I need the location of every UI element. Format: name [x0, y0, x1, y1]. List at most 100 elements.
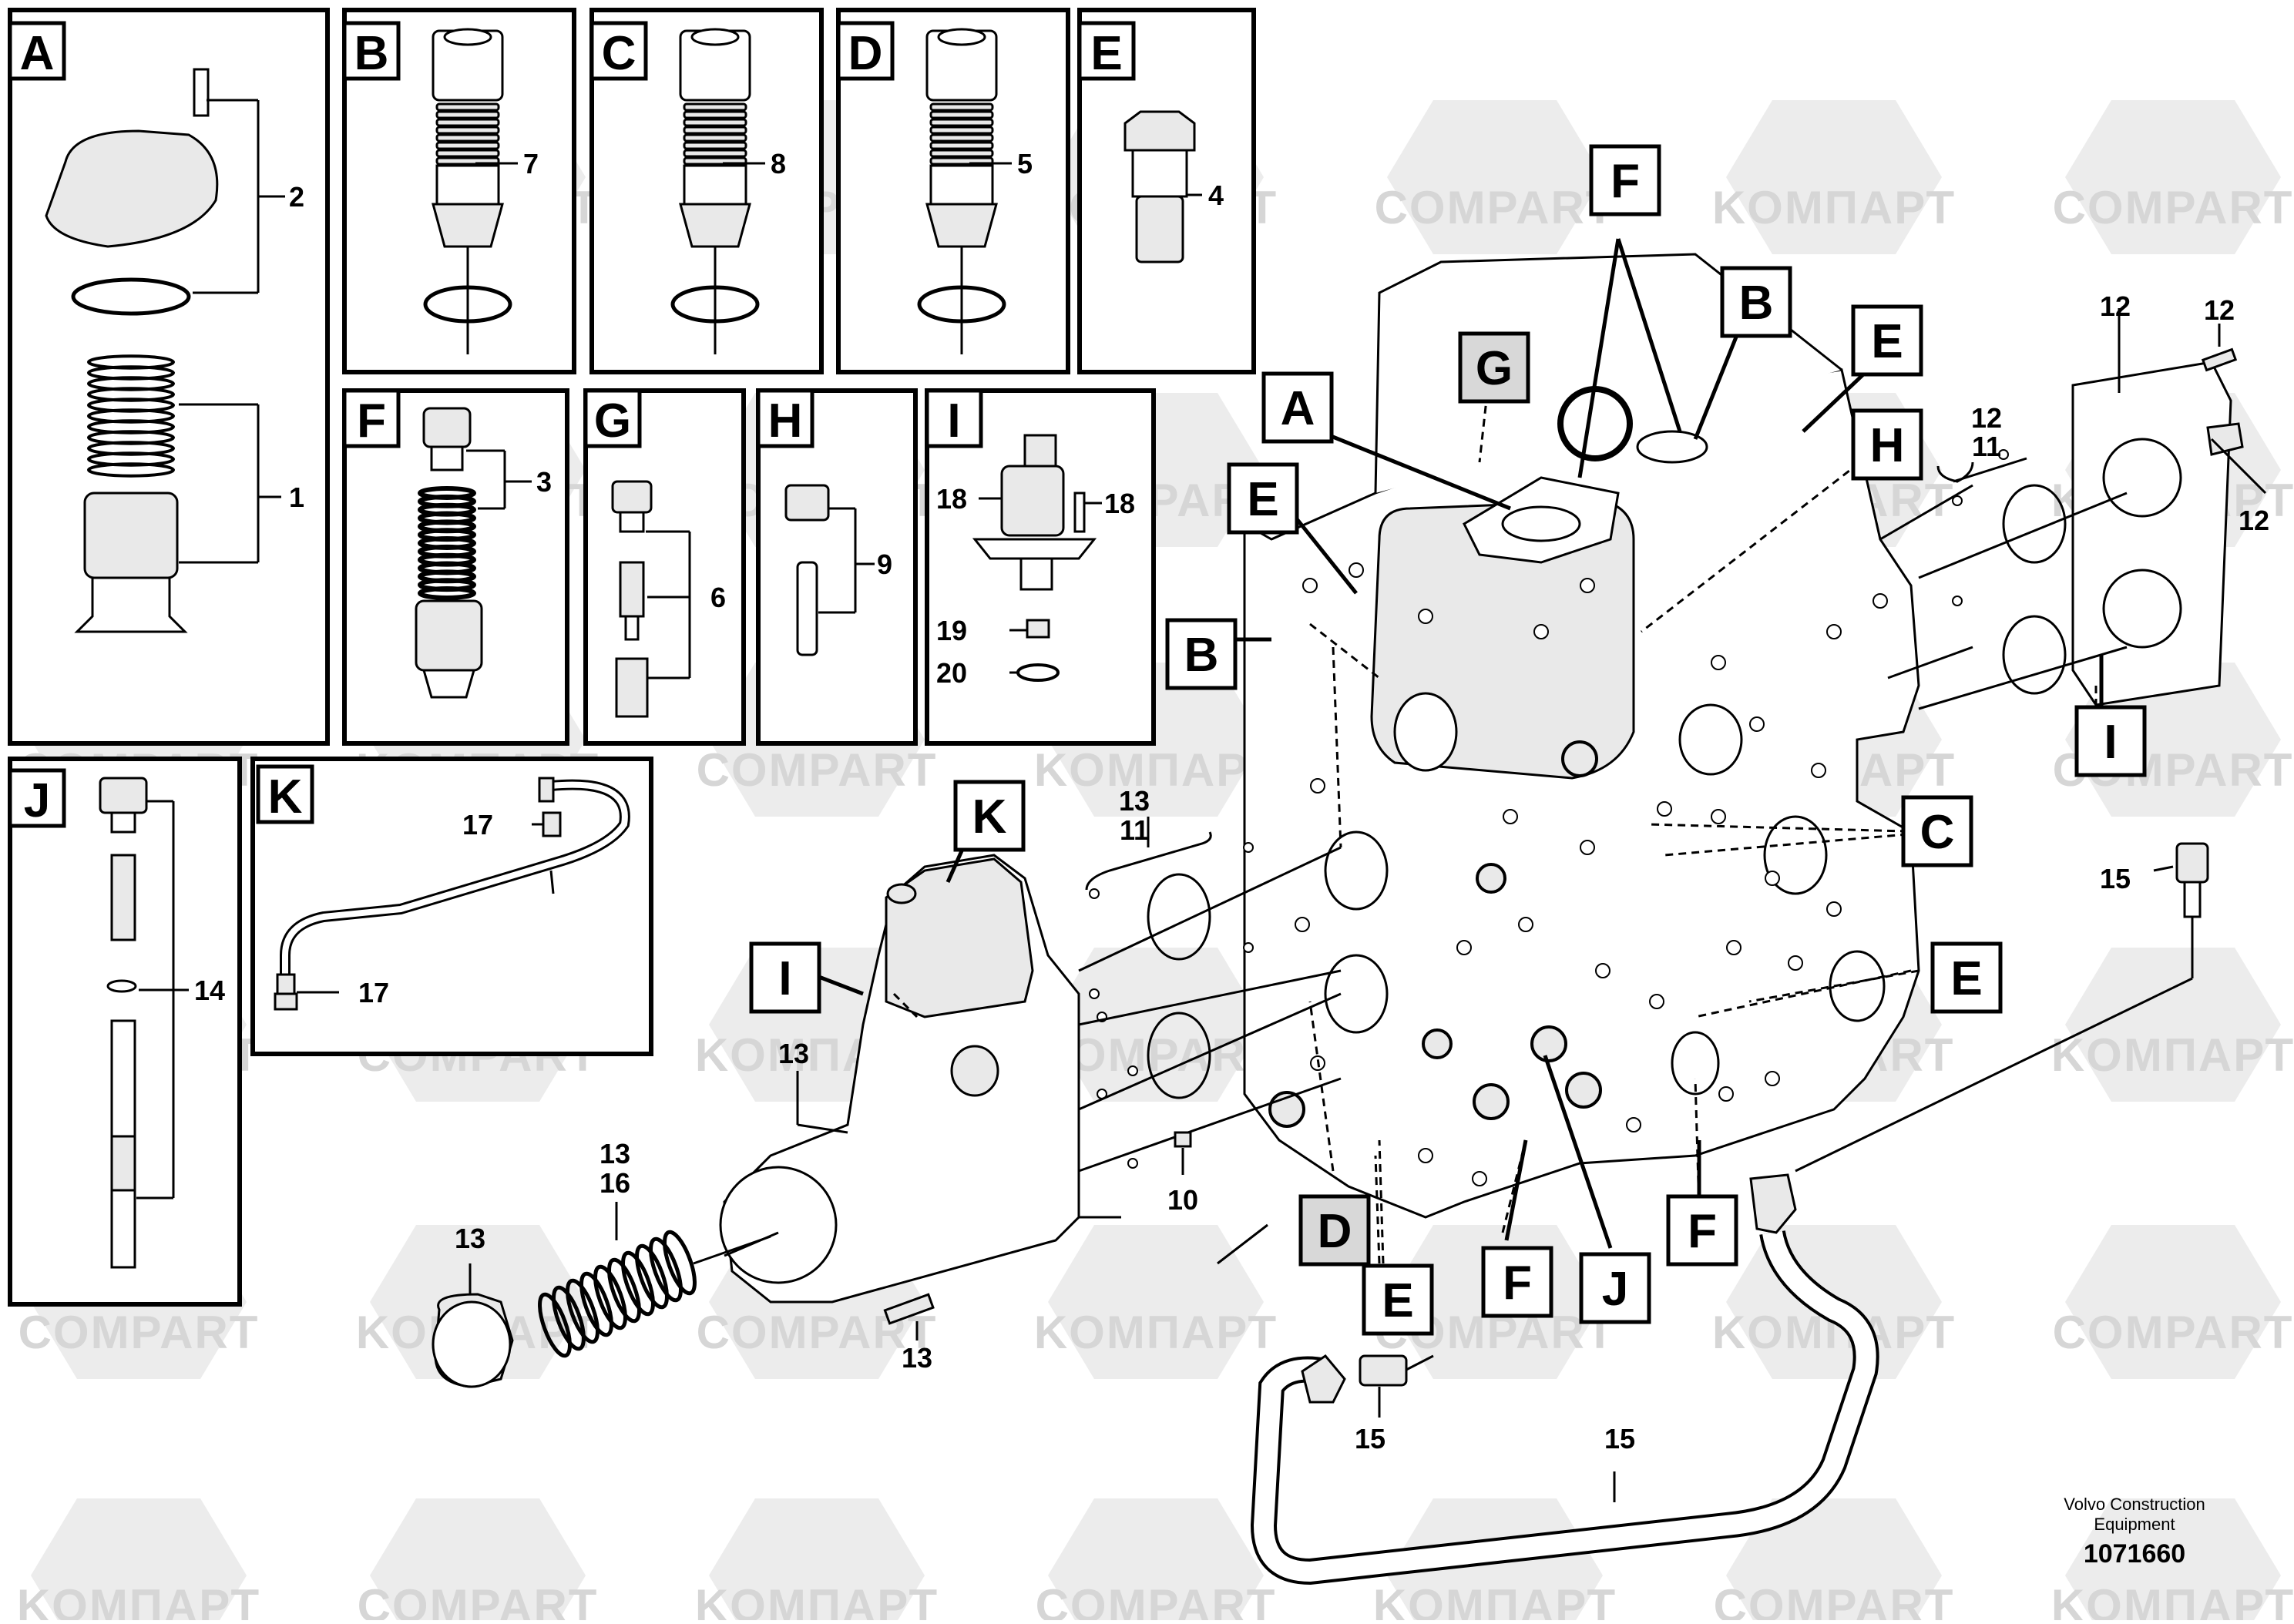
tag-e-9: E [1930, 941, 2003, 1014]
spring-coil [552, 1285, 586, 1351]
callout-17-bottom: 17 [358, 977, 389, 1008]
watermark-shape [1048, 1498, 1264, 1624]
callout-1: 1 [289, 481, 304, 513]
watermark-shape [2065, 1225, 2281, 1379]
callout-3: 3 [536, 466, 552, 498]
callout-7: 7 [523, 148, 539, 180]
watermark-shape [31, 1498, 247, 1624]
inset-i: I 18 18 19 20 [925, 388, 1156, 746]
watermark-shape [1387, 100, 1603, 254]
o-ring-small [1998, 449, 2009, 460]
tag-f-17: F [1666, 1194, 1738, 1267]
bolt-hole [1533, 624, 1549, 639]
tag-letter: C [1920, 806, 1955, 859]
bolt-hole [1788, 955, 1803, 971]
callout-15-pipe: 15 [1604, 1423, 1635, 1455]
tag-e-1: E [1227, 462, 1299, 535]
watermark-shape [709, 1498, 925, 1624]
tag-j-16: J [1579, 1252, 1651, 1324]
bolt-hole [1418, 1148, 1433, 1163]
bolt-hole [1711, 809, 1726, 824]
tag-letter: E [1382, 1274, 1413, 1327]
tag-i-11: I [749, 941, 821, 1014]
callout-16: 16 [600, 1167, 630, 1199]
tag-c-8: C [1901, 795, 1973, 867]
inset-e-letter: E [1090, 27, 1122, 80]
inset-j: J 14 [8, 757, 242, 1307]
bolt-hole [1503, 809, 1518, 824]
inset-j-letter: J [24, 774, 50, 827]
inset-k: K 17 17 [250, 757, 653, 1056]
watermark-text: COMPART [1036, 1580, 1277, 1620]
watermark-text: COMPART [1714, 1580, 1955, 1620]
inset-h: H 9 [756, 388, 918, 746]
watermark-text: COMPART [697, 744, 938, 796]
o-ring-small [1089, 988, 1100, 999]
tag-f-15: F [1481, 1246, 1553, 1318]
inset-c-letter: C [602, 27, 636, 80]
watermark-text: KOMПАРТ [17, 1580, 260, 1620]
callout-13-top: 13 [1119, 785, 1150, 817]
leader-lines [892, 392, 2098, 1264]
watermark-text: COMPART [2053, 182, 2294, 233]
tag-letter: H [1870, 419, 1905, 472]
bolt-hole [1349, 562, 1364, 578]
watermark-text: KOMПАРТ [1712, 182, 1956, 233]
callout-11-top: 11 [1120, 814, 1149, 846]
tag-letter: E [1871, 315, 1903, 368]
watermark-shape [1726, 1498, 1942, 1624]
company-line-2: Equipment [2094, 1515, 2175, 1534]
callout-14: 14 [194, 975, 225, 1006]
callout-13-bolt: 13 [902, 1342, 932, 1374]
tag-letter: D [1318, 1205, 1352, 1258]
watermark-text: COMPART [2053, 1307, 2294, 1358]
tag-letter: I [2104, 716, 2117, 769]
bolt-hole [1726, 940, 1741, 955]
tag-letter: J [1602, 1263, 1628, 1316]
callout-11-group: 11 [1972, 431, 2001, 462]
inset-b: B7 [342, 8, 576, 374]
watermark-shape [370, 1498, 586, 1624]
callout-17-top: 17 [462, 809, 493, 841]
callout-12-plate: 12 [2100, 290, 2131, 322]
watermark-text: COMPART [1375, 182, 1616, 233]
bolt-hole [1826, 901, 1842, 917]
o-ring-small [1127, 1065, 1138, 1076]
callout-15-fitting-right: 15 [2100, 863, 2131, 894]
watermark-shape [2065, 1498, 2281, 1624]
bolt-hole [1456, 940, 1472, 955]
tag-letter: K [972, 790, 1007, 844]
callout-18-left: 18 [936, 483, 967, 515]
callout-13-housing: 13 [778, 1038, 809, 1069]
inset-a: A 2 1 [8, 8, 330, 746]
bolt-hole [1872, 593, 1888, 609]
spring-coil [418, 586, 476, 600]
inset-f-letter: F [357, 394, 386, 448]
tag-letter: G [1476, 342, 1513, 395]
watermark-text: KOMПАРТ [1034, 744, 1278, 796]
o-ring-small [1089, 888, 1100, 899]
tag-letter: E [1247, 473, 1278, 526]
spring-coil [649, 1236, 683, 1303]
watermark-text: KOMПАРТ [1034, 1307, 1278, 1358]
watermark-text: KOMПАРТ [1373, 1580, 1617, 1620]
callout-2: 2 [289, 181, 304, 213]
tag-letter: B [1739, 277, 1774, 330]
bolt-hole [1310, 778, 1325, 794]
bolt-hole [1711, 655, 1726, 670]
tag-letter: F [1503, 1257, 1532, 1310]
tag-letter: F [1611, 155, 1640, 208]
bolt-hole [1649, 994, 1664, 1009]
tag-b-5: B [1720, 266, 1792, 338]
watermark-text: KOMПАРТ [695, 1580, 939, 1620]
spring-coil [593, 1264, 627, 1330]
watermark-shape [2065, 948, 2281, 1102]
bolt-hole [1765, 1071, 1780, 1086]
inset-a-letter: A [20, 27, 55, 80]
callout-18-right: 18 [1104, 488, 1135, 519]
o-ring-small [1952, 495, 1963, 506]
o-ring-small [1243, 942, 1254, 953]
tag-a-0: A [1261, 371, 1334, 444]
company-line-1: Volvo Construction [2064, 1495, 2205, 1514]
